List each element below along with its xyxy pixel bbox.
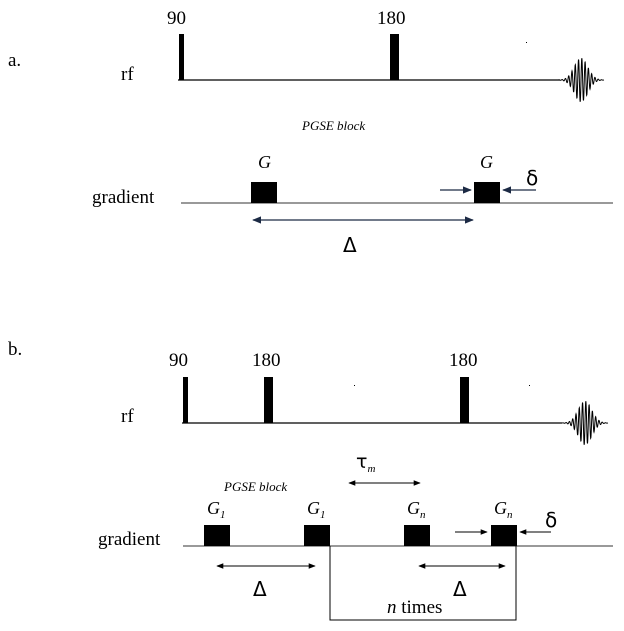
echo-signal-b <box>561 401 609 445</box>
delta-big-symbol-right: Δ <box>453 577 467 601</box>
panel-b-label: b. <box>8 339 22 360</box>
gradient-label-b: gradient <box>98 529 161 550</box>
stray-dot-b1 <box>354 385 355 386</box>
gn-second-label: Gn <box>494 498 513 521</box>
pulse-180-label: 180 <box>377 8 406 29</box>
delta-big-symbol: Δ <box>343 233 357 257</box>
pulse-90-label: 90 <box>167 8 186 29</box>
stray-dot-b2 <box>529 385 530 386</box>
pulse-90-label-b: 90 <box>169 350 188 371</box>
pgse-block-label: PGSE block <box>301 118 365 133</box>
rf-label: rf <box>121 64 134 85</box>
repeat-label: n times <box>387 597 442 618</box>
panel-a: a. rf 90 180 PGSE block gradient G G δ Δ <box>8 8 613 257</box>
gradient-lobe-g1-first <box>204 525 230 546</box>
tau-m-label: τm <box>356 451 375 475</box>
rf-pulse-90-b <box>183 377 188 423</box>
delta-small-symbol: δ <box>526 166 538 190</box>
gradient-lobe-right <box>474 182 500 203</box>
panel-b: b. rf 90 180 180 τm PGSE block gradient … <box>8 339 613 621</box>
delta-small-symbol-b: δ <box>545 508 557 532</box>
g1-second-label: G1 <box>307 498 326 521</box>
delta-big-symbol-left: Δ <box>253 577 267 601</box>
panel-a-label: a. <box>8 50 21 71</box>
rf-label-b: rf <box>121 406 134 427</box>
repeat-bracket <box>329 546 517 621</box>
gradient-lobe-label-right: G <box>480 152 493 172</box>
rf-pulse-90 <box>179 34 184 80</box>
gradient-lobe-g1-second <box>304 525 330 546</box>
gradient-lobe-gn-first <box>404 525 430 546</box>
gradient-lobe-gn-second <box>491 525 517 546</box>
rf-pulse-180-first <box>264 377 273 423</box>
pulse-180-second-label: 180 <box>449 350 478 371</box>
pgse-block-label-b: PGSE block <box>223 479 287 494</box>
echo-signal <box>557 58 605 102</box>
gradient-lobe-left <box>251 182 277 203</box>
gradient-label: gradient <box>92 187 155 208</box>
rf-pulse-180 <box>390 34 399 80</box>
gn-first-label: Gn <box>407 498 426 521</box>
gradient-lobe-label-left: G <box>258 152 271 172</box>
rf-pulse-180-second <box>460 377 469 423</box>
pulse-180-first-label: 180 <box>252 350 281 371</box>
stray-dot <box>526 42 527 43</box>
g1-first-label: G1 <box>207 498 226 521</box>
